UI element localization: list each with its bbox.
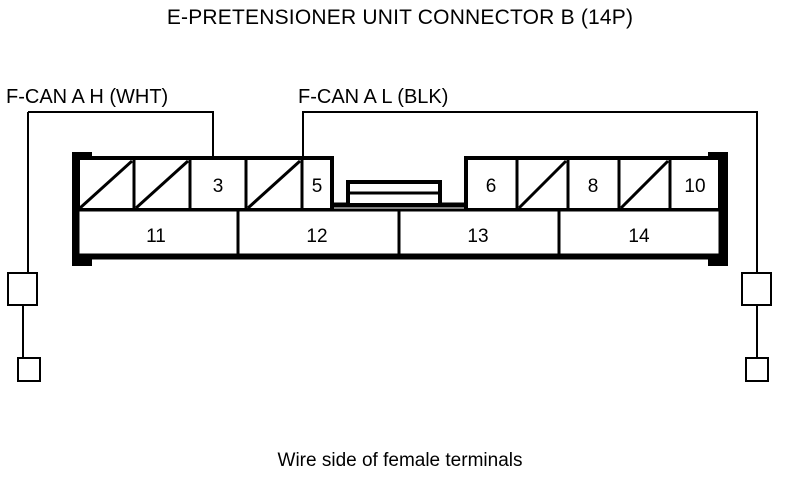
bottom-row-dividers [236, 211, 561, 257]
top-band-right-group [464, 156, 722, 212]
terminal-symbol-left [7, 272, 41, 382]
wire-label-f-can-a-h: F-CAN A H (WHT) [6, 86, 169, 108]
top-row-dividers-right [515, 160, 672, 209]
connector-right-rail [708, 152, 728, 266]
pin-number-13: 13 [467, 226, 488, 247]
terminal-symbol-right [741, 272, 772, 382]
pin-number-8: 8 [588, 176, 599, 197]
page-title: E-PRETENSIONER UNIT CONNECTOR B (14P) [166, 6, 634, 29]
leader-line-f-can-a-h [27, 111, 214, 275]
connector-body: 3 5 6 8 10 11 12 13 14 [72, 152, 728, 266]
center-locking-tab [346, 180, 442, 207]
pin-number-3: 3 [213, 176, 224, 197]
pin-number-12: 12 [306, 226, 327, 247]
pin-number-11: 11 [146, 226, 166, 247]
leader-line-f-can-a-l [302, 111, 758, 275]
top-row-dividers-left [132, 160, 304, 209]
pin-number-5: 5 [312, 176, 323, 197]
pin-number-10: 10 [684, 176, 705, 197]
diagram-caption: Wire side of female terminals [277, 450, 523, 471]
wire-label-f-can-a-l: F-CAN A L (BLK) [298, 86, 449, 108]
unused-pin-hatches [78, 159, 670, 210]
pin-number-6: 6 [486, 176, 497, 197]
pin-number-14: 14 [628, 226, 650, 247]
